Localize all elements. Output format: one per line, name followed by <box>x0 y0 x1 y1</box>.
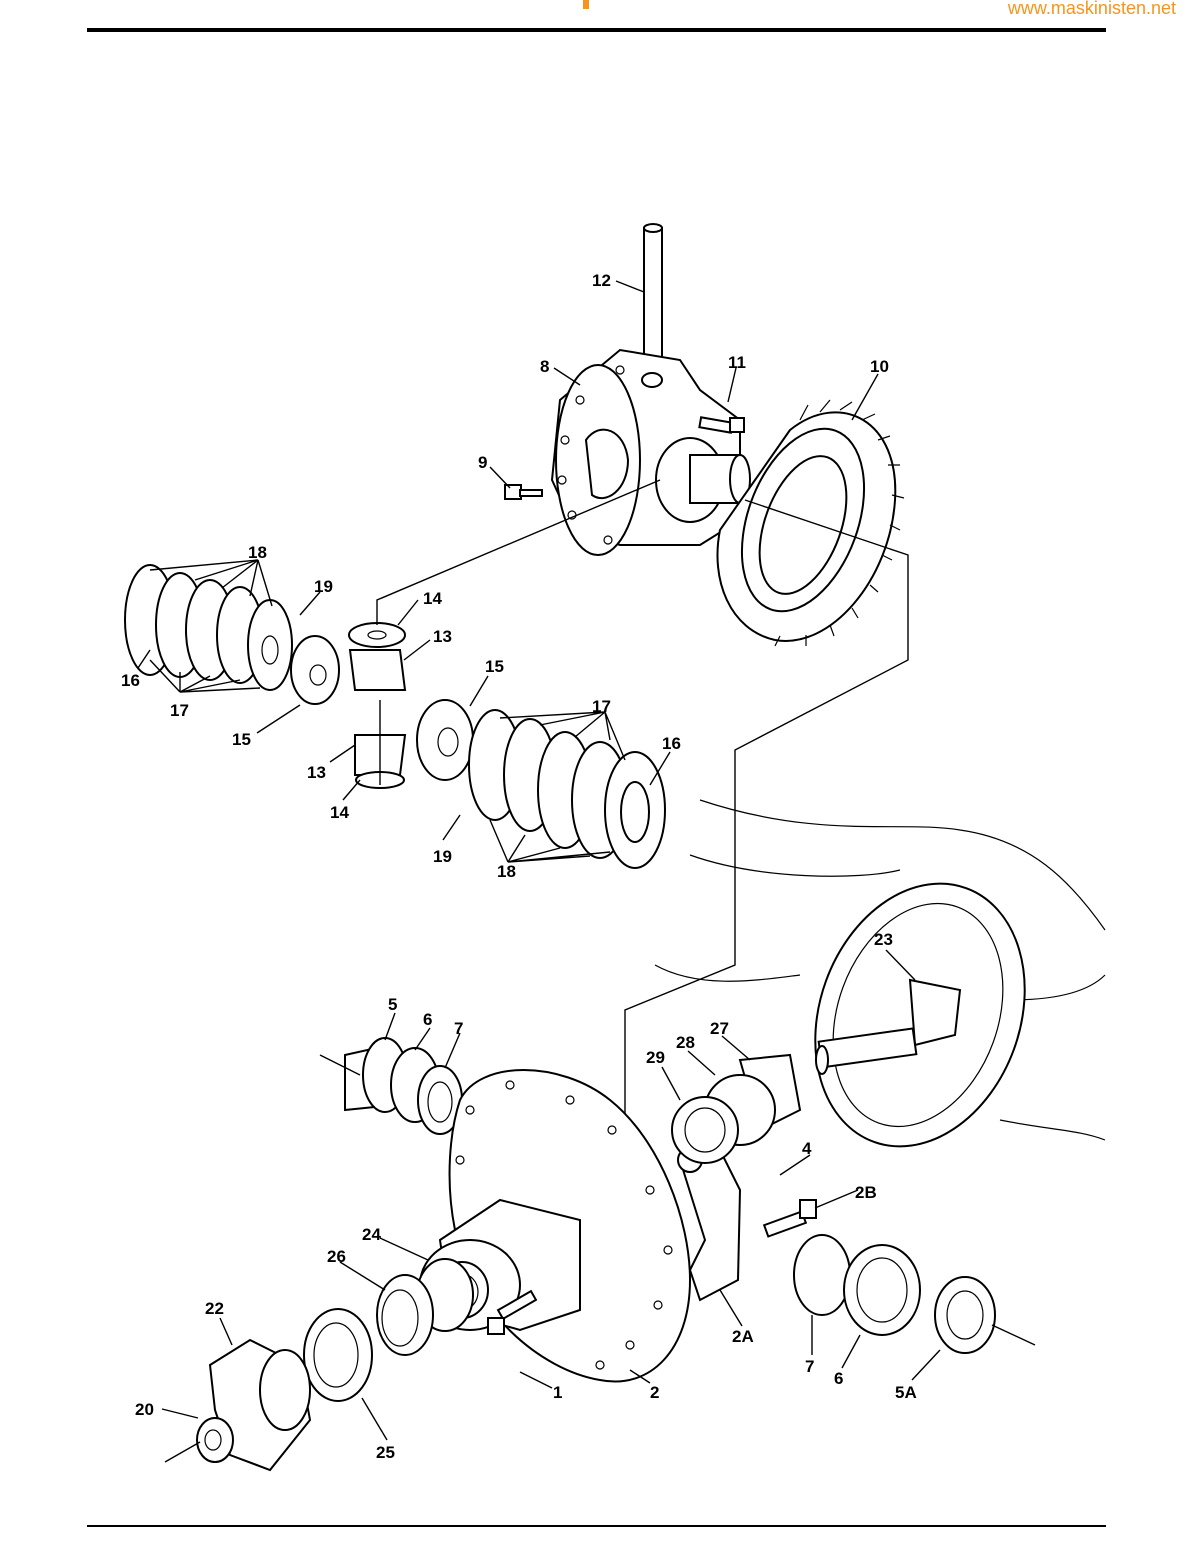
label-7-lower: 7 <box>805 1357 814 1376</box>
differential-case-8 <box>552 350 750 555</box>
label-9: 9 <box>478 453 487 472</box>
label-1: 1 <box>553 1383 562 1402</box>
label-29: 29 <box>646 1048 665 1067</box>
label-5A: 5A <box>895 1383 917 1402</box>
label-23: 23 <box>874 930 893 949</box>
label-6-upper: 6 <box>423 1010 432 1029</box>
bearing-26 <box>377 1275 433 1355</box>
seal-25 <box>304 1309 372 1401</box>
label-26: 26 <box>327 1247 346 1266</box>
label-2B: 2B <box>855 1183 877 1202</box>
pinion-13-upper <box>349 623 405 690</box>
label-18-lower: 18 <box>497 862 516 881</box>
label-28: 28 <box>676 1033 695 1052</box>
cross-shaft-12 <box>644 224 662 368</box>
crown-wheel-10 <box>717 400 904 646</box>
label-17-upper: 17 <box>592 697 611 716</box>
bearing-set-5-6-7 <box>345 1038 462 1134</box>
label-6-lower: 6 <box>834 1369 843 1388</box>
label-19-lower: 19 <box>433 847 452 866</box>
label-25: 25 <box>376 1443 395 1462</box>
label-22: 22 <box>205 1299 224 1318</box>
label-12: 12 <box>592 271 611 290</box>
bearing-cup-6 <box>844 1245 920 1335</box>
label-2: 2 <box>650 1383 659 1402</box>
label-24: 24 <box>362 1225 381 1244</box>
left-side-gear-15 <box>291 636 339 704</box>
right-clutch-pack <box>469 710 665 868</box>
label-13-upper: 13 <box>433 627 452 646</box>
label-15-upper: 15 <box>485 657 504 676</box>
label-2A: 2A <box>732 1327 754 1346</box>
label-11: 11 <box>728 353 746 372</box>
bearing-set-27-28-29 <box>672 1055 800 1163</box>
label-4: 4 <box>802 1139 812 1158</box>
label-27: 27 <box>710 1019 729 1038</box>
label-5: 5 <box>388 995 397 1014</box>
bolt-2B <box>764 1200 816 1236</box>
label-10: 10 <box>870 357 889 376</box>
bearing-cone-7 <box>794 1235 850 1315</box>
adjusting-nut-5A <box>935 1277 995 1353</box>
label-14-lower: 14 <box>330 803 349 822</box>
label-16-left: 16 <box>121 671 140 690</box>
label-20: 20 <box>135 1400 154 1419</box>
label-16-right: 16 <box>662 734 681 753</box>
label-13-lower: 13 <box>307 763 326 782</box>
label-8: 8 <box>540 357 549 376</box>
left-clutch-pack <box>125 565 292 690</box>
label-19-upper: 19 <box>314 577 333 596</box>
label-14-upper: 14 <box>423 589 442 608</box>
nut-20 <box>197 1418 233 1462</box>
label-7-upper: 7 <box>454 1019 463 1038</box>
bolt-9 <box>505 485 542 499</box>
carrier-housing-2 <box>420 1070 690 1382</box>
label-17-lower: 17 <box>170 701 189 720</box>
right-side-gear-15 <box>417 700 473 780</box>
label-18-upper: 18 <box>248 543 267 562</box>
label-15-lower: 15 <box>232 730 251 749</box>
